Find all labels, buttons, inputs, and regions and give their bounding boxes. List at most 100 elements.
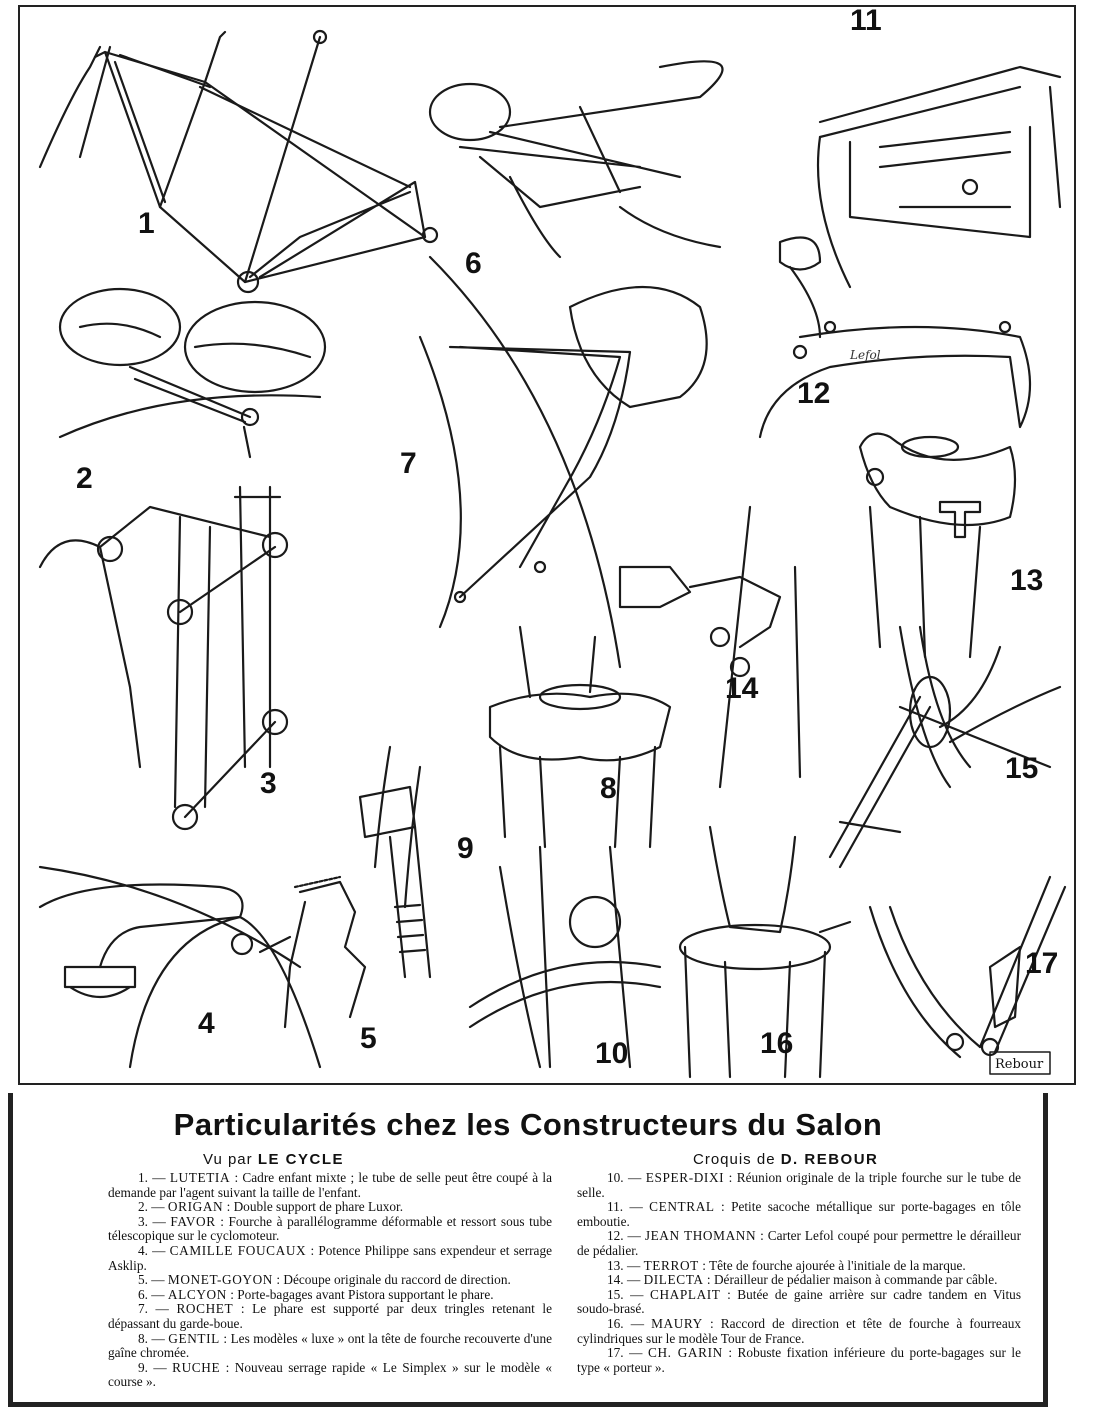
sketch-11-rear-rack [816,65,1062,289]
entry-number: 16. — [607,1315,644,1331]
entry-number: 7. — [138,1301,169,1317]
entry-brand: MONET-GOYON [167,1272,274,1288]
caption-title: Particularités chez les Constructeurs du… [173,1107,883,1142]
caption-entry: 7. — ROCHET : Le phare est supporté par … [108,1302,552,1331]
entry-number: 2. — [138,1199,165,1215]
sketch-15-tandem-lug [828,625,1062,869]
entry-description: : Cadre enfant mixte ; le tube de selle … [108,1170,553,1200]
entry-brand: ESPER-DIXI [645,1170,725,1185]
signature-logo [989,1051,1051,1075]
caption-entry: 5. — MONET-GOYON : Découpe originale du … [108,1272,552,1288]
right-subtitle: Croquis de D. REBOUR [693,1151,878,1168]
figure-number-10: 10 [595,1037,629,1070]
caption-entry: 14. — DILECTA : Dérailleur de pédalier m… [577,1272,1021,1288]
sketch-17-rack-mount [868,875,1067,1059]
entry-brand: LUTETIA [169,1170,231,1185]
entry-brand: CENTRAL [649,1199,715,1215]
sketch-16-head-lug [678,825,852,1079]
sketch-8-fork-crown [488,625,672,849]
figure-number-11: 11 [850,4,882,37]
entry-description: : Réunion originale de la triple fourche… [577,1170,1022,1200]
sketch-9-quick-release [358,745,432,979]
caption-entry: 9. — RUCHE : Nouveau serrage rapide « Le… [108,1359,552,1390]
entry-brand: GENTIL [168,1330,220,1346]
figure-number-9: 9 [457,832,474,865]
entry-description: : Raccord de direction et tête de fourch… [577,1315,1022,1346]
entry-number: 15. — [607,1286,644,1302]
signature: Rebour [995,1057,1044,1072]
caption-entry: 17. — CH. GARIN : Robuste fixation infér… [577,1345,1022,1375]
entry-description: : Carter Lefol coupé pour permettre le d… [577,1228,1022,1258]
figure-number-17: 17 [1025,947,1059,980]
right-subtitle-prefix: Croquis de [693,1151,776,1168]
figure-number-4: 4 [198,1007,215,1040]
entry-description: : Découpe originale du raccord de direct… [276,1272,511,1288]
entry-number: 14. — [607,1272,641,1288]
sketch-13-fork-head [858,432,1017,659]
entry-description: : Les modèles « luxe » ont la tête de fo… [108,1330,552,1361]
figure-number-7: 7 [400,447,417,480]
caption-entry: 3. — FAVOR : Fourche à parallélogramme d… [108,1213,552,1244]
sketch-2-double-lamps [58,287,327,459]
entry-number: 10. — [607,1170,642,1185]
figure-number-15: 15 [1005,752,1039,785]
caption-entry: 8. — GENTIL : Les modèles « luxe » ont l… [108,1330,552,1361]
entry-brand: RUCHE [172,1359,221,1375]
sketch-7-lamp-rods [418,255,708,669]
entry-description: : Potence Philippe sans expendeur et ser… [108,1242,553,1273]
figure-number-12: 12 [797,377,831,410]
caption-entry: 4. — CAMILLE FOUCAUX : Potence Philippe … [108,1242,553,1273]
entry-number: 13. — [607,1257,641,1273]
entry-number: 5. — [138,1272,165,1288]
sketch-14-derailleur [618,505,802,789]
sketch-10-seat-lug [468,845,662,1069]
publication-name: LE CYCLE [257,1151,344,1168]
entry-description: : Porte-bagages avant Pistora supportant… [230,1286,494,1302]
right-entries: 10. — ESPER-DIXI : Réunion originale de … [577,1170,1022,1375]
entry-description: : Tête de fourche ajourée à l'initiale d… [702,1257,966,1273]
sketches: Lefol Rebour [38,29,1067,1079]
entry-description: : Dérailleur de pédalier maison à comman… [706,1272,998,1288]
entry-brand: DILECTA [643,1272,704,1288]
entry-brand: MAURY [651,1315,703,1331]
entry-number: 17. — [607,1345,643,1361]
entry-number: 11. — [607,1199,643,1215]
entry-description: : Double support de phare Luxor. [226,1199,404,1215]
sketch-1-frame [38,29,439,294]
entry-brand: ALCYON [167,1286,227,1302]
entry-description: : Robuste fixation inférieure du porte-b… [577,1345,1022,1375]
entry-brand: CH. GARIN [647,1345,723,1361]
figure-number-8: 8 [600,772,617,805]
entry-number: 9. — [138,1359,167,1375]
sketch-3-fork [38,485,302,969]
entry-number: 8. — [138,1330,165,1346]
caption-entry: 10. — ESPER-DIXI : Réunion originale de … [577,1170,1022,1200]
caption-entry: 15. — CHAPLAIT : Butée de gaine arrière … [577,1286,1021,1317]
entry-description: : Le phare est supporté par deux tringle… [108,1301,553,1331]
figure-number-2: 2 [76,462,93,495]
entry-brand: ORIGAN [167,1199,224,1215]
caption-entry: 12. — JEAN THOMANN : Carter Lefol coupé … [577,1229,1021,1258]
entry-number: 1. — [138,1170,166,1185]
left-subtitle: Vu par LE CYCLE [203,1151,344,1168]
left-entries: 1. — LUTETIA : Cadre enfant mixte ; le t… [108,1170,553,1390]
figure-number-6: 6 [465,247,482,280]
fender-mark: Lefol [849,348,881,362]
sketch-4-stem [38,883,322,1069]
caption-entry: 11. — CENTRAL : Petite sacoche métalliqu… [577,1199,1021,1229]
caption-entry: 16. — MAURY : Raccord de direction et tê… [577,1315,1022,1346]
sketch-12-chainguard [758,236,1032,439]
caption-entry: 2. — ORIGAN : Double support de phare Lu… [108,1199,552,1215]
illustration-plate: Lefol Rebour 1 2 3 4 5 6 7 8 9 10 11 12 … [18,4,1076,1085]
figure-number-16: 16 [760,1027,794,1060]
entry-brand: CAMILLE FOUCAUX [169,1242,307,1258]
entry-number: 3. — [138,1213,166,1229]
entry-brand: ROCHET [176,1301,234,1317]
caption-entry: 13. — TERROT : Tête de fourche ajourée à… [577,1257,1021,1274]
entry-description: : Petite sacoche métallique sur porte-ba… [577,1199,1021,1229]
figure-number-5: 5 [360,1022,377,1055]
entry-brand: CHAPLAIT [649,1286,721,1302]
caption-entry: 6. — ALCYON : Porte-bagages avant Pistor… [108,1286,552,1303]
figure-number-14: 14 [725,672,759,705]
entry-brand: JEAN THOMANN [644,1228,757,1244]
